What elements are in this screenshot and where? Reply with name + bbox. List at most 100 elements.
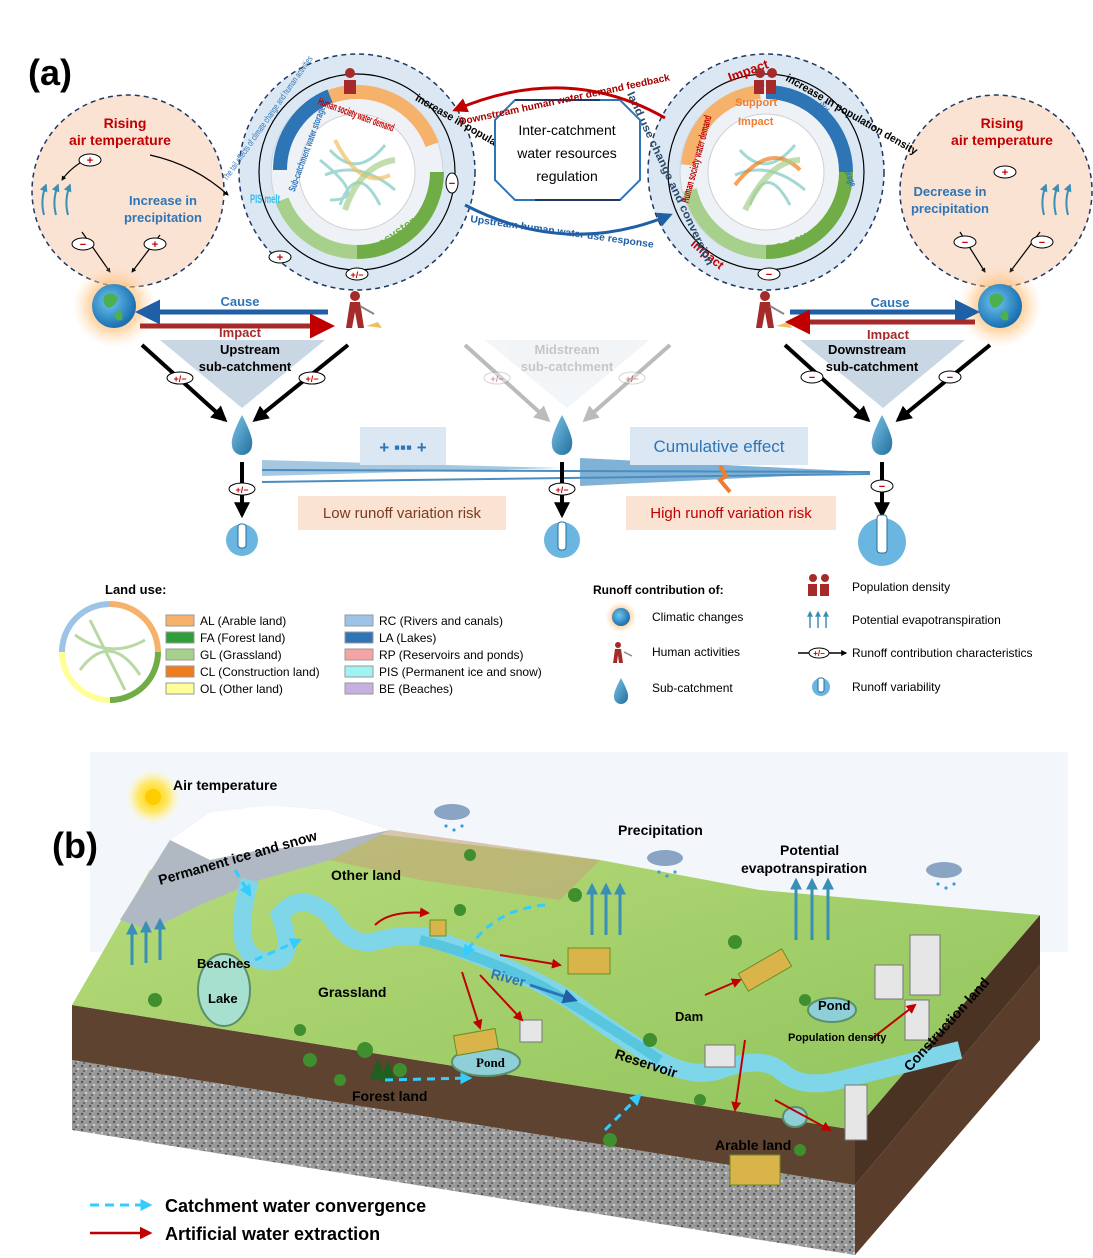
landscape-block: [72, 752, 1068, 1255]
legend-subcatchment-icon: [613, 678, 629, 704]
right-population-icon: [754, 68, 777, 94]
svg-text:+: +: [1002, 167, 1008, 179]
svg-text:−: −: [879, 481, 885, 493]
svg-text:−: −: [766, 269, 772, 281]
svg-text:−: −: [449, 178, 455, 190]
land-use-title: Land use:: [105, 582, 166, 597]
right-human-activity-icon: [756, 291, 792, 328]
regulation-line3: regulation: [536, 168, 598, 184]
downstream-drop-icon: [871, 415, 893, 455]
downstream-variability-icon: [858, 514, 906, 566]
svg-text:−: −: [80, 239, 86, 251]
midstream-drop-icon: [551, 415, 573, 455]
sun-icon: [125, 769, 181, 825]
legend-variability-icon: [812, 677, 830, 696]
svg-text:+/−: +/−: [625, 374, 638, 384]
right-rising-line1: Rising: [981, 115, 1024, 131]
svg-text:+/−: +/−: [490, 374, 503, 384]
right-precip-line2: precipitation: [911, 201, 989, 216]
right-precip-line1: Decrease in: [914, 184, 987, 199]
downstream-line1: Downstream: [828, 342, 906, 357]
land-use-label: RP (Reservoirs and ponds): [379, 648, 524, 662]
svg-text:+/−: +/−: [350, 270, 363, 280]
land-use-label: OL (Other land): [200, 682, 283, 696]
land-use-swatch: [165, 665, 195, 678]
left-globe-icon: [72, 264, 156, 348]
plus-chain-label: + ▪▪▪ +: [379, 438, 426, 457]
dam-label: Dam: [675, 1009, 703, 1024]
downstream-triangle: Downstream sub-catchment: [800, 340, 965, 408]
high-risk-box: [626, 496, 836, 530]
land-use-swatch: [344, 614, 374, 627]
land-use-label: AL (Arable land): [200, 614, 286, 628]
impact-right-label: Impact: [867, 327, 910, 342]
legend-contribution-icon: +/−: [798, 647, 848, 659]
pet-line1: Potential: [780, 842, 839, 858]
downstream-line2: sub-catchment: [826, 359, 919, 374]
air-temperature-label: Air temperature: [173, 777, 277, 793]
response-arrow: [464, 203, 673, 236]
impact-left-label: Impact: [219, 325, 262, 340]
panel-b-label: (b): [52, 825, 98, 866]
land-use-swatch: [165, 614, 195, 627]
upstream-variability-icon: [226, 523, 258, 556]
panel-a-label: (a): [28, 52, 72, 93]
grassland-label: Grassland: [318, 984, 386, 1000]
svg-text:+: +: [87, 155, 93, 167]
left-population-icon: [344, 68, 356, 94]
legend-variability-label: Runoff variability: [852, 680, 941, 694]
feedback-bottom-label: Upstream human water use response: [470, 214, 655, 251]
land-use-label: GL (Grassland): [200, 648, 282, 662]
right-rising-line2: air temperature: [951, 132, 1053, 148]
land-use-label: CL (Construction land): [200, 665, 320, 679]
cumulative-label: Cumulative effect: [653, 437, 784, 456]
upstream-line1: Upstream: [220, 342, 280, 357]
population-density-label: Population density: [788, 1032, 887, 1044]
pond-left-label: Pond: [476, 1055, 506, 1070]
high-risk-label: High runoff variation risk: [650, 505, 812, 522]
land-use-swatch: [165, 631, 195, 644]
other-land-label: Other land: [331, 867, 401, 883]
legend-human-icon: [613, 642, 633, 663]
lake-label: Lake: [208, 991, 238, 1006]
svg-text:−: −: [809, 372, 815, 384]
legend-population-icon: [808, 574, 829, 596]
right-support-label: Support: [735, 97, 777, 109]
midstream-arrows: [463, 343, 672, 423]
runoff-contribution-title: Runoff contribution of:: [593, 583, 724, 597]
svg-text:+: +: [152, 239, 158, 251]
left-human-activity-icon: [346, 291, 382, 328]
river-flow-arrow: [529, 983, 578, 1004]
land-use-label: LA (Lakes): [379, 631, 436, 645]
cause-left-label: Cause: [220, 294, 259, 309]
legend-human-label: Human activities: [652, 645, 740, 659]
land-use-label: FA (Forest land): [200, 631, 285, 645]
sign-markers: + − + + − +/− − + − − +/− +/− +/− +/− − …: [71, 153, 1054, 496]
legend-chord-diagram: [59, 601, 161, 703]
low-risk-label: Low runoff variation risk: [323, 505, 482, 522]
forest-land-label: Forest land: [352, 1088, 427, 1104]
midstream-line2: sub-catchment: [521, 359, 614, 374]
svg-text:+/−: +/−: [235, 485, 248, 495]
legend-climatic-icon: [605, 601, 637, 633]
extraction-legend-label: Artificial water extraction: [165, 1224, 380, 1244]
land-use-swatch: [344, 665, 374, 678]
right-globe-icon: [958, 264, 1042, 348]
svg-text:+/−: +/−: [813, 649, 825, 658]
low-risk-box: [298, 496, 506, 530]
land-use-swatch: [344, 682, 374, 695]
land-use-swatch: [344, 648, 374, 661]
land-use-legend: AL (Arable land) FA (Forest land) GL (Gras…: [165, 614, 542, 696]
left-precip-line1: Increase in: [129, 193, 197, 208]
svg-text:−: −: [1039, 237, 1045, 249]
svg-text:+/−: +/−: [173, 374, 186, 384]
svg-text:+/−: +/−: [305, 374, 318, 384]
svg-text:−: −: [947, 372, 953, 384]
left-rising-line2: air temperature: [69, 132, 171, 148]
beaches-label: Beaches: [197, 956, 250, 971]
land-use-swatch: [165, 682, 195, 695]
upstream-line2: sub-catchment: [199, 359, 292, 374]
left-evapotranspiration-icon: [39, 183, 72, 216]
right-impact-inner: Impact: [738, 116, 774, 128]
